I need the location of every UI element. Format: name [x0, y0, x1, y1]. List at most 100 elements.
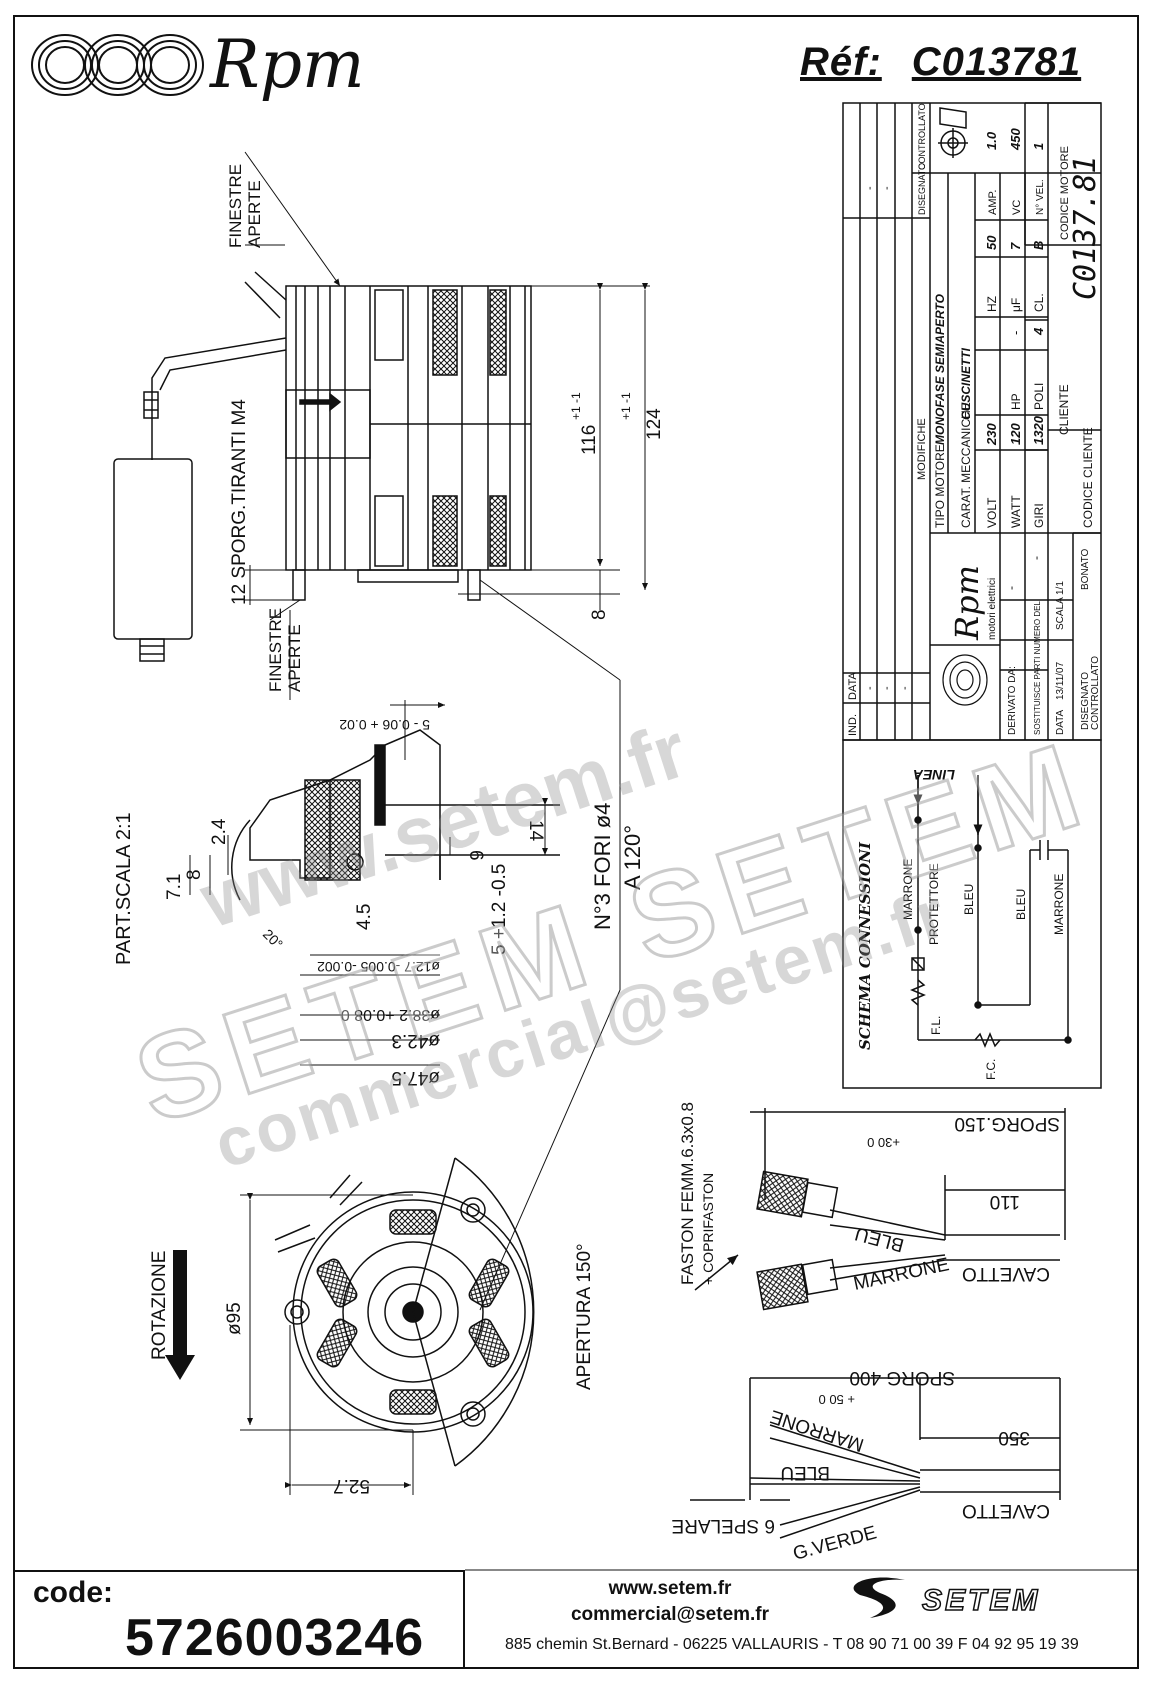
- codice-cliente-label: CODICE CLIENTE: [1081, 427, 1095, 528]
- sporg-150-tolerance: +30 0: [867, 1135, 900, 1150]
- row-mark-4: -: [881, 686, 893, 690]
- col-data: DATA: [847, 672, 859, 700]
- data-value: 13/11/07: [1055, 661, 1066, 700]
- dim-pm-tolerance: +1 -1: [619, 392, 633, 420]
- schema-linea-label: LINEA: [913, 767, 955, 783]
- drawing-sheet: [13, 15, 1139, 1669]
- disegnato-value: BONATO: [1080, 548, 1091, 590]
- vc-value: 450: [1008, 128, 1023, 151]
- controllato-label: CONTROLLATO: [1090, 656, 1101, 730]
- contact-block: www.setem.fr commercial@setem.fr: [520, 1576, 820, 1628]
- schema-title: SCHEMA CONNESSIONI: [856, 841, 874, 1050]
- title-logo-name: Rpm: [948, 565, 986, 641]
- cavetto-label-1: CAVETTO: [962, 1263, 1050, 1284]
- col-modifiche: MODIFICHE: [916, 418, 928, 480]
- carat-value: CUSCINETTI: [959, 347, 973, 420]
- watt-value: 120: [1008, 423, 1023, 445]
- poli-label: POLI: [1032, 383, 1046, 410]
- hp-label: HP: [1009, 393, 1023, 410]
- detail-dim-5-tol: 5 - 0.06 + 0.02: [339, 717, 430, 733]
- disegnato-label: DISEGNATO: [1080, 672, 1091, 730]
- faston-label: FASTON FEMM.6.3x0.8: [678, 1102, 697, 1285]
- carat-label: CARAT. MECCANICHE: [959, 402, 973, 528]
- col-disegnato: DISEGNATO: [917, 163, 927, 215]
- setem-logo: SETEM: [853, 1577, 1038, 1618]
- brand-name: Rpm: [210, 26, 365, 103]
- sporg-400-tolerance: + 50 0: [818, 1392, 855, 1407]
- detail-dim-7-1: 7.1: [164, 874, 185, 900]
- cl-value: B: [1031, 241, 1046, 250]
- ground-wire-label: G.VERDE: [791, 1522, 879, 1564]
- wiring-schema: [842, 739, 1102, 1089]
- sporg-400-label: SPORG 400: [849, 1367, 955, 1388]
- schema-bleu-label-2: BLEU: [1014, 889, 1028, 920]
- detail-dim-5: 5 +1.2 -0.5: [489, 864, 510, 955]
- nvel-label: N° VEL.: [1035, 179, 1046, 215]
- product-code-box: code: 5726003246: [13, 1570, 465, 1669]
- data-label: DATA: [1055, 709, 1066, 735]
- derivato-value: -: [1004, 586, 1018, 590]
- reference-value: C013781: [911, 40, 1082, 84]
- schema-marrone-label: MARRONE: [901, 859, 915, 920]
- hz-value: 50: [984, 235, 999, 250]
- detail-view: [231, 729, 560, 901]
- schema-protettore-label: PROTETTORE: [927, 863, 941, 945]
- detail-dim-6: 6: [465, 850, 486, 861]
- codice-motore-value: C0137.81: [1068, 156, 1103, 301]
- website-link[interactable]: www.setem.fr: [608, 1578, 732, 1599]
- row-mark-5: -: [899, 686, 911, 690]
- detail-dia-38-2: ø38.2 +0.08 0: [341, 1006, 440, 1023]
- codice-motore-label: CODICE MOTORE: [1059, 146, 1071, 240]
- coil-logo-icon: [31, 34, 204, 96]
- dim-116: 116: [579, 425, 600, 455]
- title-block: [842, 102, 1102, 741]
- window-top-label-1: FINESTRE: [226, 164, 245, 248]
- dim-8: 8: [589, 609, 610, 620]
- rotation-arrow-icon: [165, 1250, 195, 1380]
- faston-cable-detail: [694, 1108, 1066, 1311]
- length-110: 110: [990, 1191, 1020, 1212]
- tipo-motore-value: MONOFASE SEMIAPERTO: [933, 293, 947, 445]
- sostituisce-label: SOSTITUISCE PARTI NUMERO DEL: [1033, 601, 1042, 735]
- detail-dim-8: 8: [184, 869, 205, 880]
- motor-side-view: [113, 271, 532, 662]
- email-link[interactable]: commercial@setem.fr: [570, 1604, 770, 1625]
- detail-dia-12-7: ø12.7 -0.005 -0.002: [317, 959, 440, 975]
- wire-bleu-label-2: BLEU: [780, 1462, 830, 1483]
- cl-label: CL.: [1032, 293, 1046, 312]
- nvel-value: 1: [1031, 143, 1046, 150]
- watt-label: WATT: [1009, 495, 1023, 528]
- reference-label: Réf:: [800, 40, 882, 84]
- amp-value: 1.0: [984, 131, 999, 150]
- poli-value: 4: [1031, 327, 1046, 336]
- window-bottom-label-1: FINESTRE: [266, 608, 285, 692]
- row-mark-1: -: [864, 186, 876, 190]
- scala-value: 1/1: [1055, 581, 1066, 595]
- row-mark-2: -: [881, 186, 893, 190]
- title-logo-sub: motori elettrici: [987, 578, 998, 640]
- hz-label: HZ: [985, 296, 999, 312]
- window-top-label-2: APERTE: [245, 180, 264, 248]
- motor-front-view: [274, 1157, 535, 1467]
- detail-dim-4-5: 4.5: [354, 904, 375, 930]
- detail-dia-47-5: ø47.5: [391, 1067, 440, 1088]
- schema-marrone-label-2: MARRONE: [1052, 874, 1066, 935]
- vc-label: VC: [1011, 200, 1023, 215]
- stripped-cable-detail: [690, 1377, 1061, 1539]
- schema-fc-label: F.C.: [984, 1059, 998, 1080]
- row-mark-3: -: [864, 686, 876, 690]
- uf-value: 7: [1008, 242, 1023, 250]
- tipo-motore-label: TIPO MOTORE: [933, 444, 947, 528]
- strip-length-label: 6 SPELARE: [672, 1515, 776, 1536]
- sporg-150-label: SPORG.150: [954, 1113, 1060, 1134]
- detail-dim-14: 14: [525, 820, 546, 842]
- detail-dia-42-3: ø42.3: [391, 1030, 440, 1051]
- dim-116-tolerance: +1 -1: [569, 392, 583, 420]
- product-code-value: 5726003246: [125, 1609, 425, 1667]
- wire-marrone-label-2: MARRONE: [768, 1405, 867, 1455]
- address-line: 885 chemin St.Bernard - 06225 VALLAURIS …: [505, 1636, 1079, 1653]
- scala-label: SCALA: [1055, 597, 1066, 630]
- cliente-label: CLIENTE: [1057, 384, 1071, 435]
- hp-value: -: [1008, 331, 1023, 335]
- window-bottom-label-2: APERTE: [285, 624, 304, 692]
